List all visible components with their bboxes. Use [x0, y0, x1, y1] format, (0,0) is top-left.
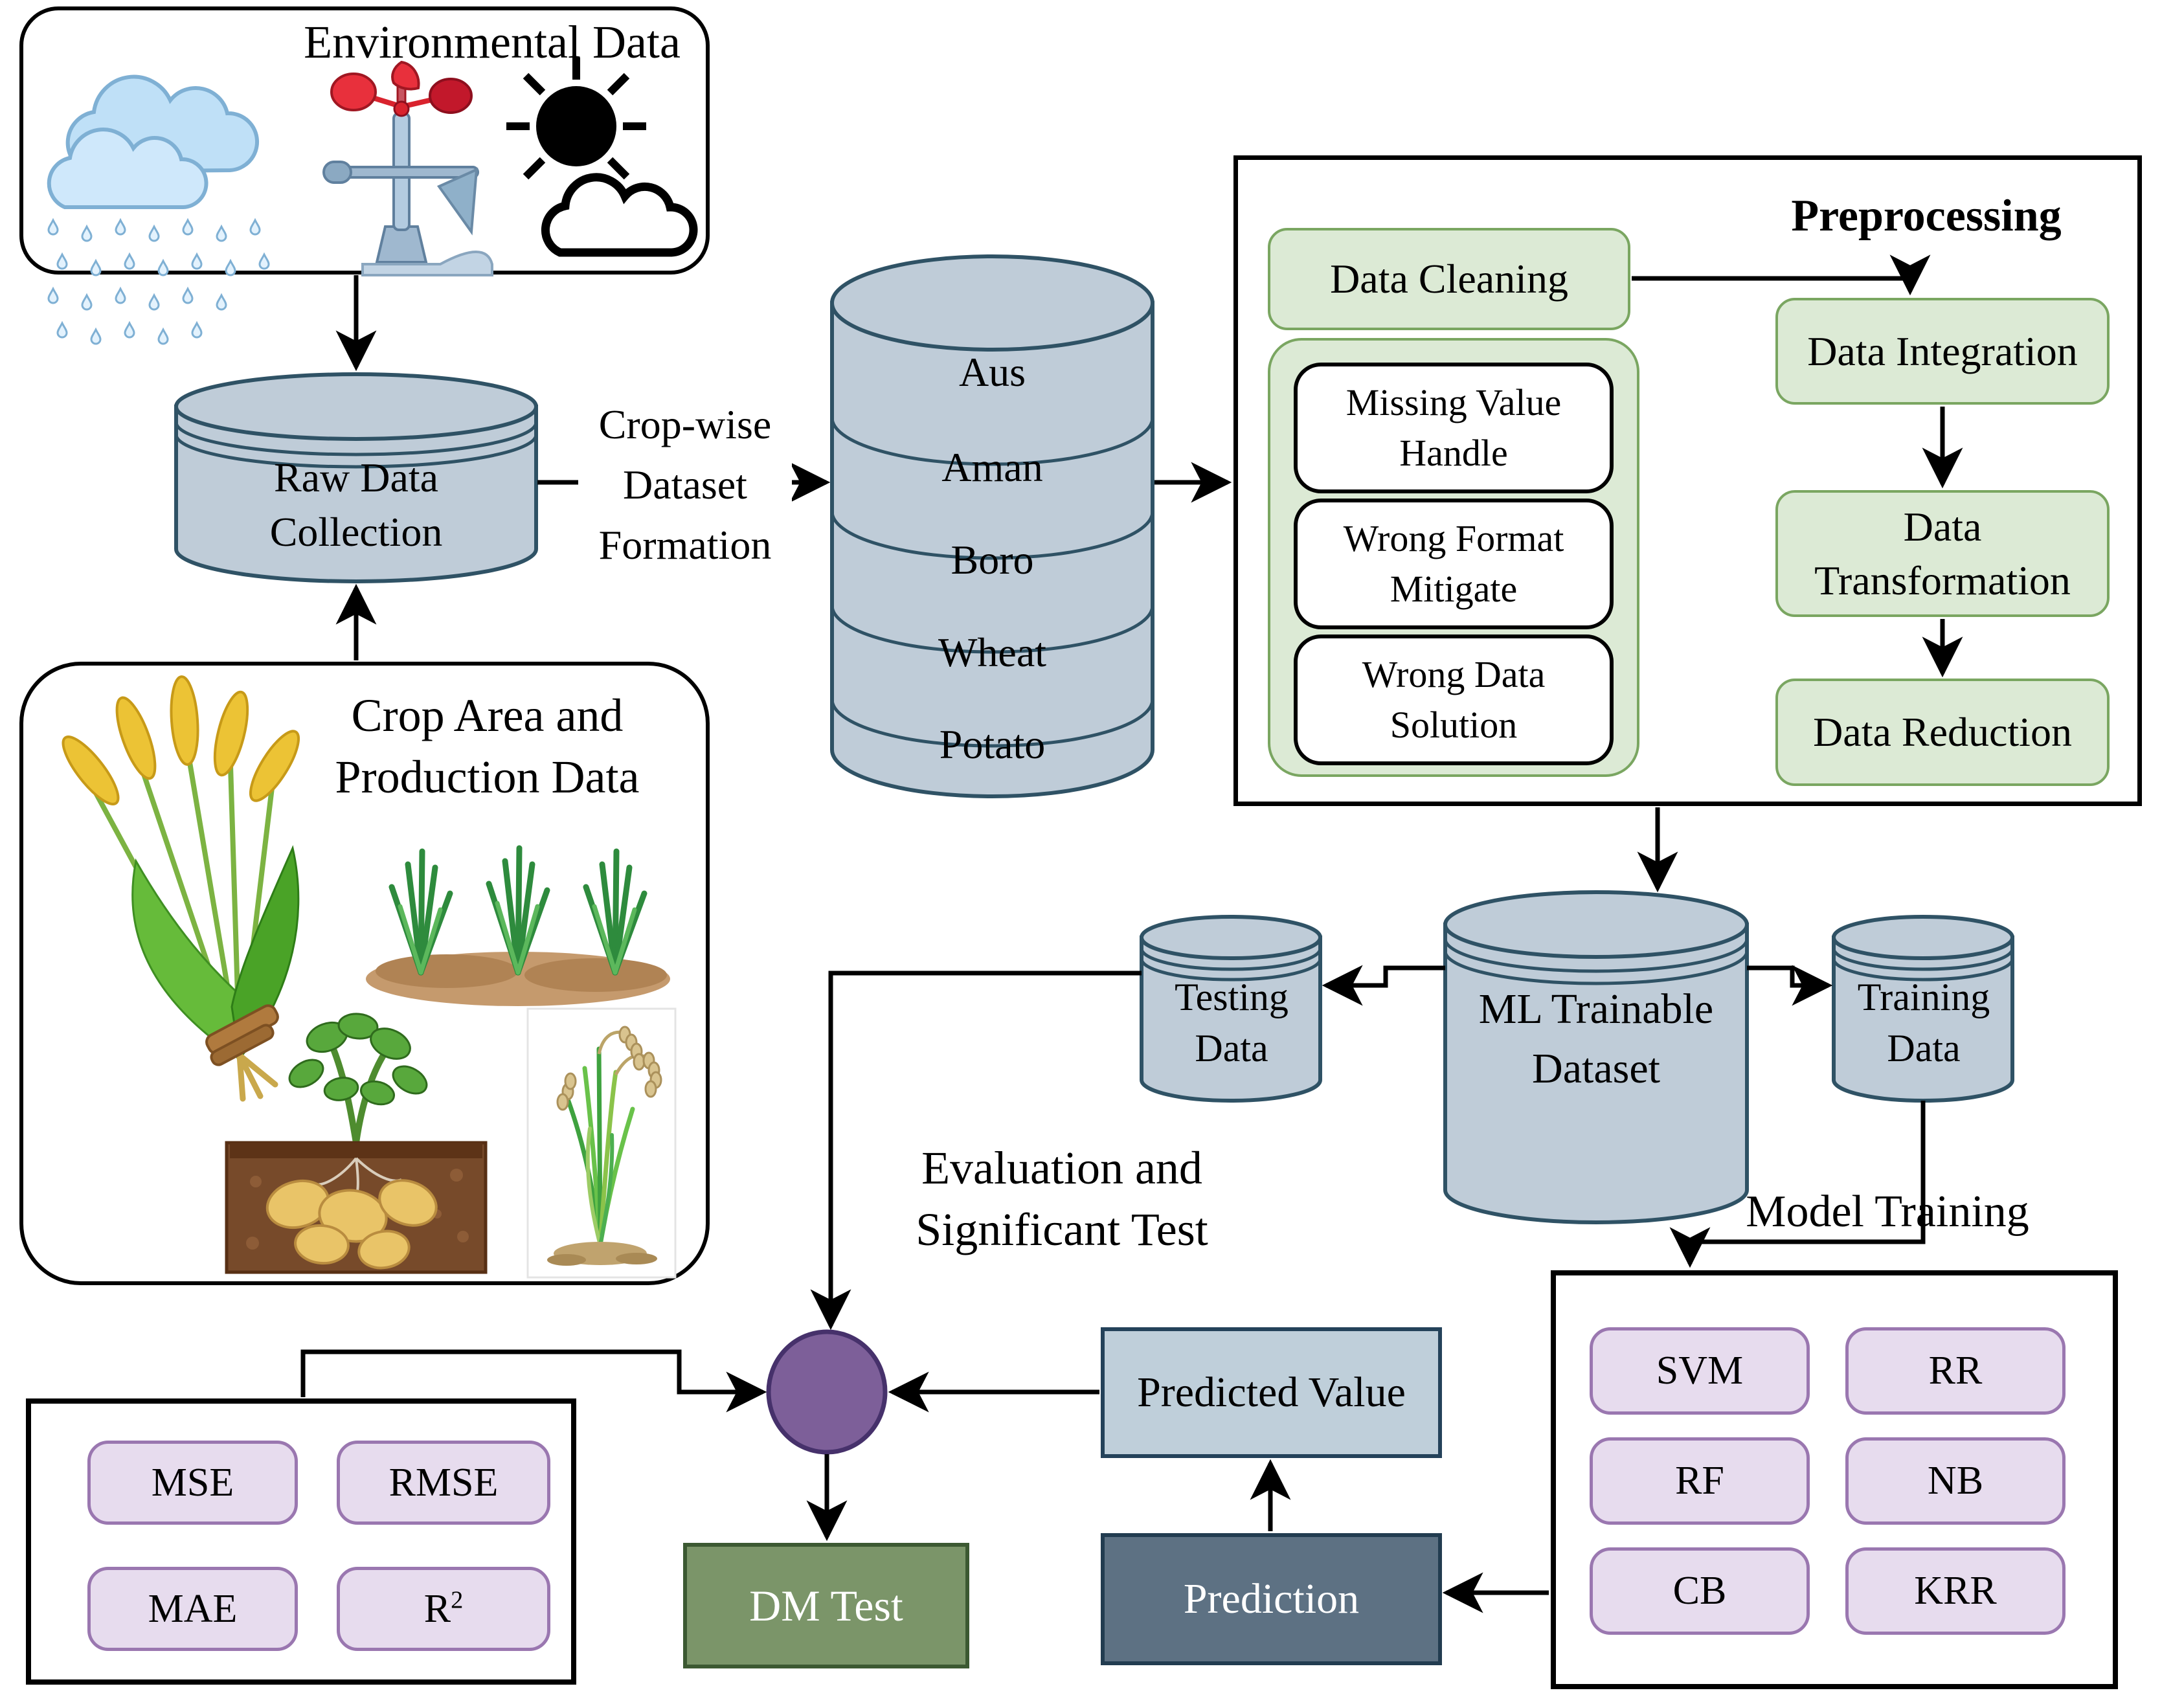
arrow-mldataset-to-training — [1747, 965, 1833, 1006]
model-chip-svm: SVM — [1590, 1327, 1810, 1415]
crop-area-production-title: Crop Area and Production Data — [335, 689, 640, 803]
cropwise-dataset-formation-label: Crop-wise Dataset Formation — [578, 390, 792, 581]
data-transformation-chip: Data Transformation — [1775, 490, 2110, 617]
preprocessing-title: Preprocessing — [1791, 190, 2062, 241]
db-segment-wheat: Wheat — [938, 629, 1046, 675]
environmental-data-title: Environmental Data — [304, 16, 681, 68]
arrow-metrics-to-junction — [300, 1349, 767, 1413]
crop-database-cylinder — [830, 254, 1154, 798]
metric-chip-mse: MSE — [87, 1441, 298, 1525]
training-data-label: Training Data — [1857, 975, 1990, 1070]
db-segment-aman: Aman — [941, 443, 1043, 490]
db-segment-aus: Aus — [958, 348, 1026, 395]
db-segment-boro: Boro — [951, 536, 1034, 583]
arrow-mldataset-to-testing — [1322, 965, 1445, 1006]
testing-data-label: Testing Data — [1175, 975, 1289, 1070]
db-segment-potato: Potato — [939, 721, 1046, 767]
metric-chip-rmse: RMSE — [337, 1441, 550, 1525]
predicted-value-box: Predicted Value — [1101, 1327, 1442, 1458]
model-chip-krr: KRR — [1845, 1547, 2066, 1635]
dm-test-box: DM Test — [683, 1543, 969, 1668]
model-chip-nb: NB — [1845, 1437, 2066, 1525]
data-integration-chip: Data Integration — [1775, 298, 2110, 405]
metric-chip-r2: R2 — [337, 1567, 550, 1651]
model-chip-rr: RR — [1845, 1327, 2066, 1415]
model-training-label: Model Training — [1746, 1186, 2029, 1237]
wrong-format-mitigate-chip: Wrong Format Mitigate — [1294, 499, 1614, 629]
evaluation-junction-node — [766, 1329, 888, 1455]
metric-chip-mae: MAE — [87, 1567, 298, 1651]
data-cleaning-chip: Data Cleaning — [1268, 228, 1630, 330]
missing-value-handle-chip: Missing Value Handle — [1294, 363, 1614, 493]
data-reduction-chip: Data Reduction — [1775, 679, 2110, 786]
evaluation-significant-test-label: Evaluation and Significant Test — [916, 1141, 1208, 1255]
prediction-box: Prediction — [1101, 1533, 1442, 1665]
model-chip-rf: RF — [1590, 1437, 1810, 1525]
ml-trainable-dataset-label: ML Trainable Dataset — [1478, 985, 1714, 1092]
wrong-data-solution-chip: Wrong Data Solution — [1294, 634, 1614, 765]
model-chip-cb: CB — [1590, 1547, 1810, 1635]
raw-data-collection-label: Raw Data Collection — [269, 454, 443, 555]
